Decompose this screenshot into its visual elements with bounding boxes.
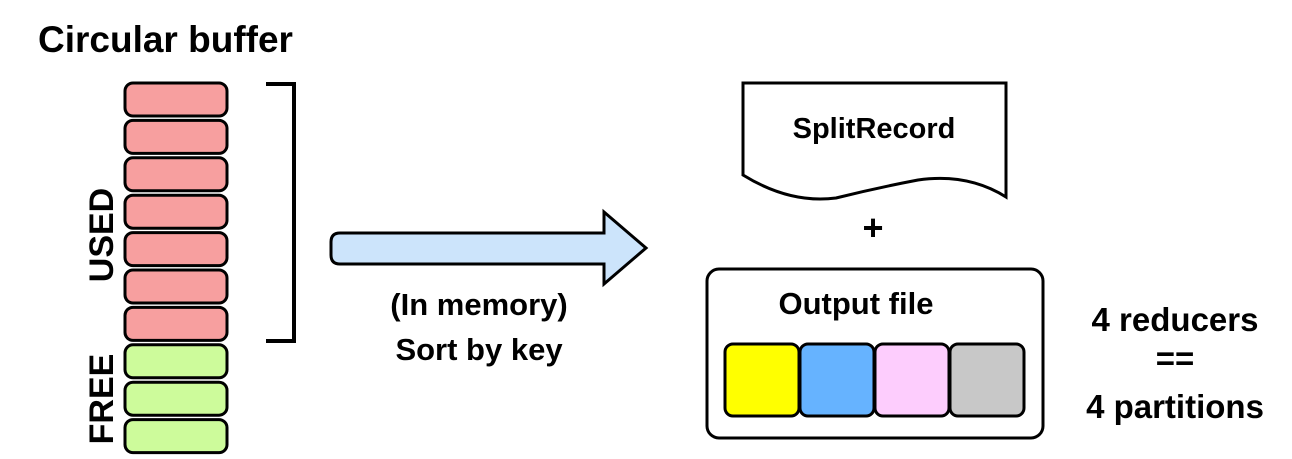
buffer-slot-used (123, 156, 229, 193)
split-record-label: SplitRecord (793, 113, 956, 145)
circular-buffer (123, 81, 229, 455)
sort-arrow (329, 208, 649, 288)
buffer-slot-free (123, 343, 229, 380)
buffer-slot-used (123, 193, 229, 230)
buffer-slot-free (123, 418, 229, 455)
partition-block (723, 342, 801, 418)
output-partitions (723, 342, 1026, 418)
partition-block (873, 342, 951, 418)
arrow-caption-line2: Sort by key (395, 332, 563, 367)
note-partitions: 4 partitions (1086, 388, 1264, 425)
partition-block (948, 342, 1026, 418)
partition-block (798, 342, 876, 418)
buffer-slot-used (123, 305, 229, 342)
buffer-slot-used (123, 81, 229, 118)
split-record-document (741, 81, 1008, 201)
note-equals: == (1156, 340, 1195, 377)
plus-sign: + (862, 207, 883, 248)
output-file-label: Output file (779, 286, 934, 321)
used-label: USED (83, 188, 121, 282)
arrow-caption-line1: (In memory) (390, 287, 567, 322)
buffer-slot-free (123, 380, 229, 417)
buffer-slot-used (123, 268, 229, 305)
buffer-slot-used (123, 231, 229, 268)
diagram-title: Circular buffer (38, 19, 293, 60)
used-bracket (266, 82, 296, 343)
note-reducers: 4 reducers (1092, 301, 1259, 338)
buffer-slot-used (123, 118, 229, 155)
free-label: FREE (83, 354, 121, 445)
